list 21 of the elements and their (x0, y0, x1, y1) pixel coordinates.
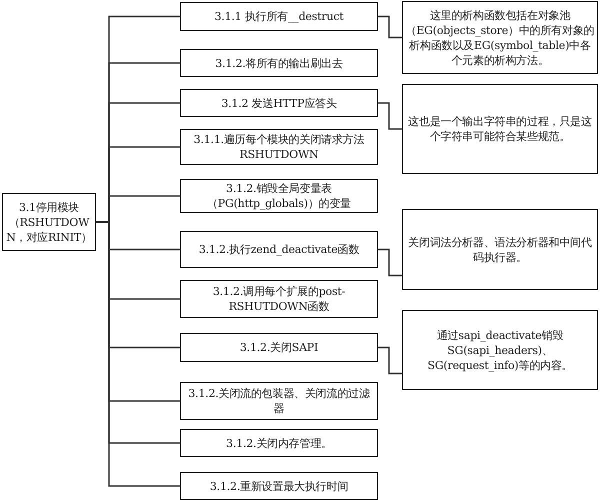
step-box: 3.1.1 执行所有__destruct (180, 2, 378, 31)
step-box: 3.1.2 发送HTTP应答头 (180, 89, 378, 117)
step-box: 3.1.2.将所有的输出刷出去 (180, 49, 378, 77)
step-box: 3.1.2.关闭内存管理。 (180, 429, 378, 457)
connector-line (378, 102, 402, 130)
step-box: 3.1.2.关闭SAPI (180, 333, 378, 362)
connector-line (96, 221, 180, 487)
step-box: 3.1.2.执行zend_deactivate函数 (180, 231, 378, 268)
connector-line (378, 346, 402, 374)
note-box: 关闭词法分析器、语法分析器和中间代码执行器。 (402, 209, 598, 290)
step-box: 3.1.1.遍历每个模块的关闭请求方法RSHUTDOWN (180, 129, 378, 165)
note-box: 这里的析构函数包括在对象池（EG(objects_store）中的所有对象的析构函数以及EG(symbol_table)中各个元素的析构方法。 (402, 1, 598, 74)
step-box: 3.1.2.销毁全局变量表（PG(http_globals)）的变量 (180, 179, 378, 213)
step-box: 3.1.2.重新设置最大执行时间 (180, 472, 378, 500)
step-box: 3.1.2.调用每个扩展的post-RSHUTDOWN函数 (180, 280, 378, 318)
connector-line (378, 248, 402, 276)
note-box: 这也是一个输出字符串的过程，只是这个字符串可能符合某些规范。 (402, 84, 598, 174)
note-box: 通过sapi_deactivate销毁SG(sapi_headers)、SG(request_info)等的内容。 (402, 310, 598, 390)
module-box: 3.1停用模块（RSHUTDOWN，对应RINIT） (2, 193, 96, 251)
connector-line (378, 16, 402, 38)
step-box: 3.1.2.关闭流的包装器、关闭流的过滤器 (180, 382, 378, 420)
